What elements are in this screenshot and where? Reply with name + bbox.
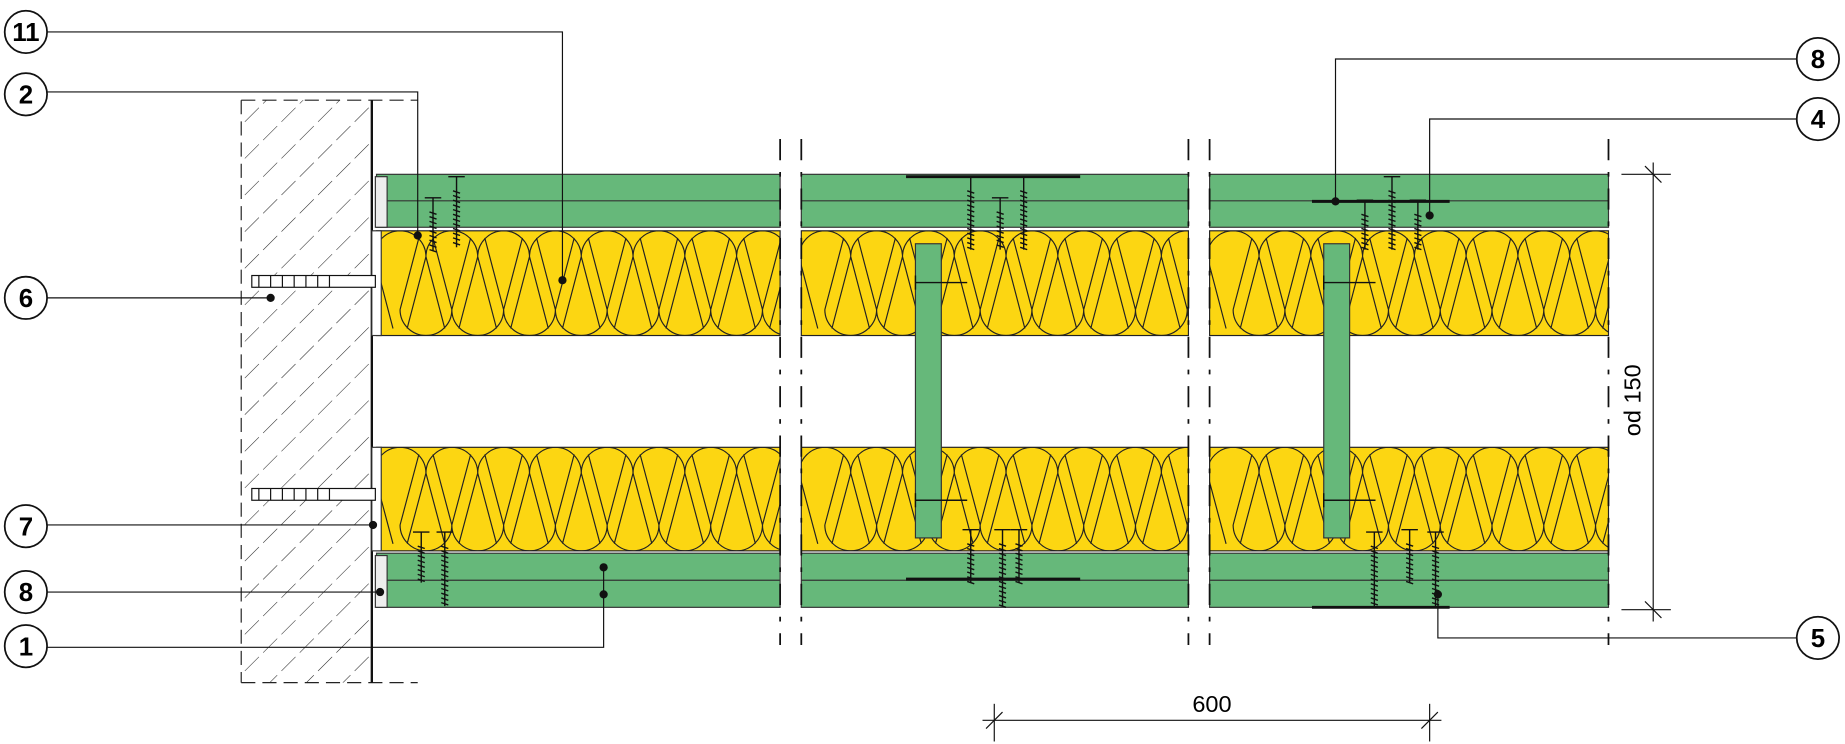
leader-line-c8b bbox=[1334, 58, 1797, 202]
leader-dot bbox=[375, 587, 385, 597]
screw bbox=[436, 531, 454, 607]
dimension-spacing-label: 600 bbox=[1192, 691, 1231, 717]
callout-label: 6 bbox=[19, 285, 33, 313]
insulation-top bbox=[375, 230, 781, 337]
leader-dot bbox=[558, 276, 567, 285]
wall-anchor-top bbox=[251, 274, 376, 288]
callout-label: 8 bbox=[19, 579, 33, 607]
callout-label: 2 bbox=[19, 81, 33, 109]
wall-anchor-bottom bbox=[251, 487, 376, 501]
screw bbox=[1401, 528, 1418, 585]
insulation-top bbox=[800, 230, 1190, 337]
callout-circle bbox=[1795, 36, 1840, 82]
callout-c4: 4 bbox=[1795, 96, 1840, 142]
stud-screw bbox=[1323, 275, 1376, 290]
leader-line-c4 bbox=[1429, 118, 1797, 216]
leader-dot bbox=[599, 590, 608, 599]
leader-line-c11 bbox=[47, 31, 564, 281]
callout-circle bbox=[3, 504, 48, 549]
callout-circle bbox=[1795, 96, 1840, 142]
callout-circle bbox=[3, 275, 48, 320]
screw bbox=[991, 197, 1009, 250]
stud-screw bbox=[914, 275, 968, 290]
callout-c1: 1 bbox=[3, 624, 48, 669]
dimension-spacing bbox=[982, 703, 1442, 742]
callout-circle bbox=[3, 72, 48, 117]
callout-circle bbox=[3, 569, 48, 615]
callout-c2: 2 bbox=[3, 72, 48, 117]
screw bbox=[1427, 531, 1444, 607]
stud-screw bbox=[1323, 493, 1376, 508]
dimension-thickness-label: od 150 bbox=[1619, 364, 1645, 436]
screw bbox=[1015, 175, 1032, 251]
callout-label: 4 bbox=[1811, 106, 1826, 134]
callout-c11: 11 bbox=[3, 9, 48, 55]
callout-c6: 6 bbox=[3, 275, 48, 320]
screw bbox=[1366, 531, 1383, 607]
leader-line-c2 bbox=[47, 91, 419, 236]
leader-dot bbox=[266, 293, 275, 302]
dimension-thickness bbox=[1621, 162, 1671, 622]
callout-c7: 7 bbox=[3, 504, 48, 549]
callout-c8a: 8 bbox=[3, 569, 48, 615]
callout-label: 11 bbox=[12, 19, 39, 47]
screw bbox=[424, 197, 442, 253]
leader-dot bbox=[1425, 211, 1434, 220]
insulation-bottom bbox=[375, 446, 781, 552]
callout-label: 1 bbox=[19, 633, 33, 661]
insulation-bottom bbox=[800, 446, 1190, 552]
leader-line-c5 bbox=[1437, 594, 1797, 639]
masonry-wall bbox=[240, 99, 418, 684]
callout-c8b: 8 bbox=[1795, 36, 1840, 82]
wood-stud-2 bbox=[1323, 243, 1351, 539]
wood-stud-1 bbox=[914, 243, 942, 539]
leader-dot bbox=[1331, 197, 1340, 206]
stud-screw bbox=[914, 493, 968, 508]
callout-circle bbox=[3, 624, 48, 669]
leader-dot bbox=[1433, 590, 1442, 599]
callout-circle bbox=[3, 9, 48, 55]
leader-dot bbox=[599, 563, 608, 572]
screw bbox=[962, 175, 979, 251]
leader-dot bbox=[413, 231, 422, 240]
insulation-top bbox=[1209, 230, 1610, 337]
screw bbox=[448, 175, 465, 248]
callout-c5: 5 bbox=[1795, 615, 1840, 660]
callout-label: 5 bbox=[1811, 625, 1825, 653]
wall-segment-1 bbox=[375, 173, 781, 608]
screw bbox=[413, 531, 430, 583]
callout-circle bbox=[1795, 615, 1840, 660]
leader-dot bbox=[368, 520, 378, 530]
screw bbox=[1383, 175, 1401, 251]
callout-label: 8 bbox=[1811, 46, 1825, 74]
wall-segment-2 bbox=[800, 173, 1190, 608]
callout-label: 7 bbox=[19, 513, 33, 541]
